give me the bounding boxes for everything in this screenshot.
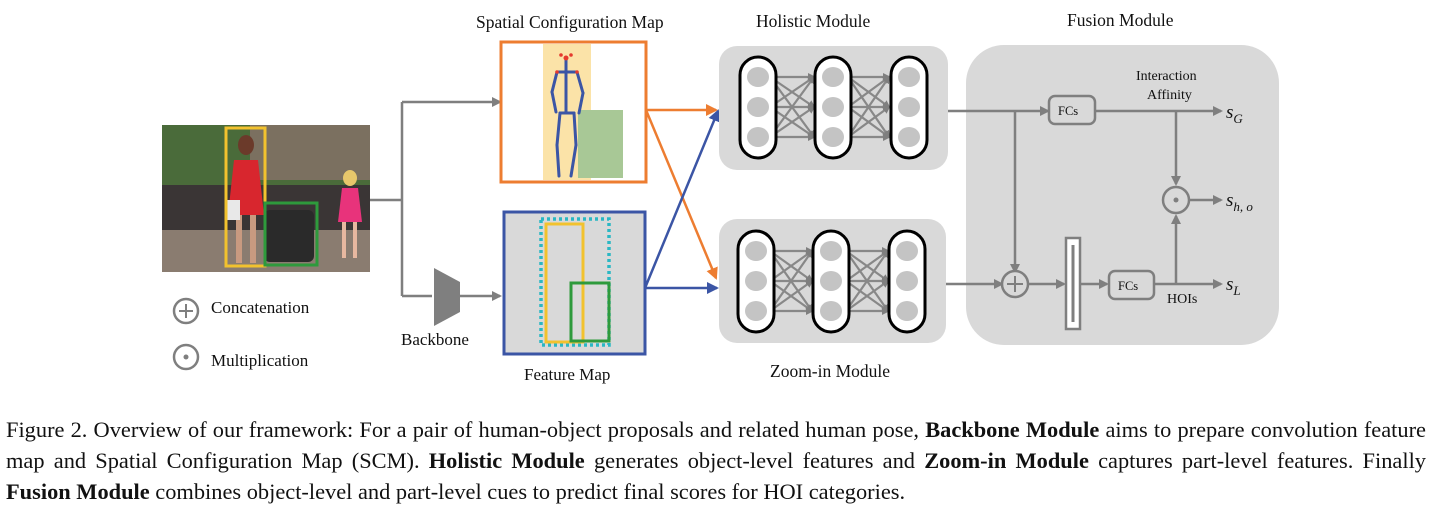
feature-map [502,210,647,356]
mult-icon [172,343,200,371]
output-s-g: sG [1226,102,1243,126]
fcs-bottom-label: FCs [1118,279,1138,293]
framework-diagram: Concatenation Multiplication Backbone Sp… [162,10,1279,384]
feature-map-label: Feature Map [524,365,610,384]
holistic-title: Holistic Module [756,11,870,31]
input-branch-arrows [370,97,502,301]
output-s-l: sL [1226,274,1241,298]
interaction-label: Interaction [1136,69,1197,84]
zoom-in-module [719,219,946,343]
spatial-configuration-map [499,40,648,184]
fusion-module [946,45,1279,345]
output-s-ho: sh, o [1226,190,1253,214]
fcs-top-label: FCs [1058,104,1078,118]
fusion-concat-icon [1000,269,1030,299]
mult-legend-label: Multiplication [211,351,309,370]
scm-to-modules-arrows [644,104,718,280]
input-photo [162,125,370,272]
zoom-in-title: Zoom-in Module [770,361,890,381]
holistic-module [719,46,948,170]
backbone-label: Backbone [401,330,469,349]
feature-to-modules-arrows [643,109,720,294]
fusion-mult-icon [1161,185,1191,215]
figure-caption: Figure 2. Overview of our framework: For… [6,417,1426,504]
hois-label: HOIs [1167,292,1197,307]
concat-legend-label: Concatenation [211,298,310,317]
fusion-title: Fusion Module [1067,10,1174,30]
scm-title: Spatial Configuration Map [476,12,664,32]
concat-icon [172,297,200,325]
backbone-block [434,268,460,326]
affinity-label: Affinity [1147,88,1192,103]
